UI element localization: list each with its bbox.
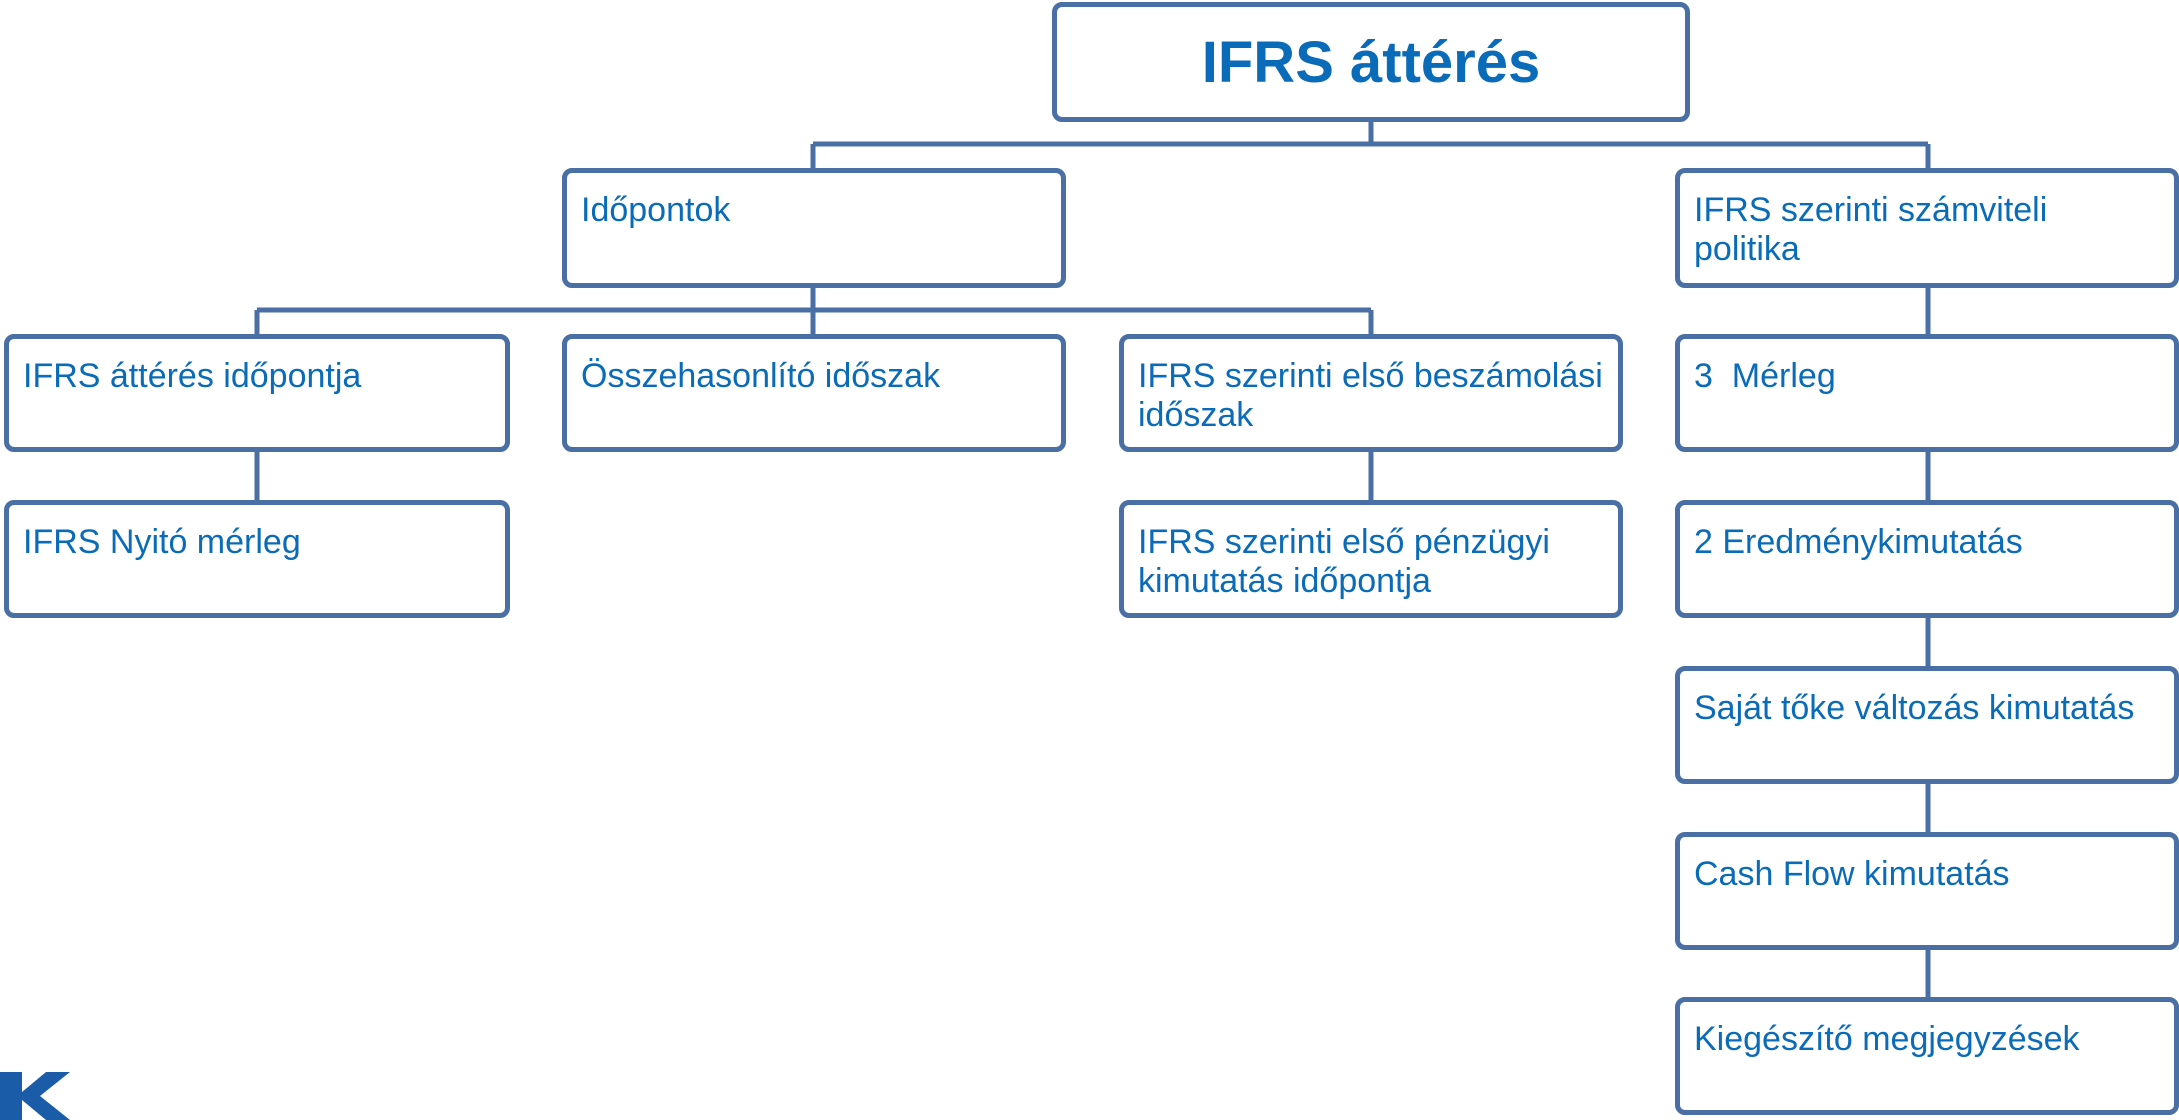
node-label: IFRS szerinti számviteli politika xyxy=(1694,191,2048,268)
node-elso-beszamolasi-idoszak: IFRS szerinti első beszámolási időszak xyxy=(1119,334,1623,452)
node-label: Cash Flow kimutatás xyxy=(1694,855,2010,893)
node-label: 3 Mérleg xyxy=(1694,357,1836,395)
node-atteres-idopontja: IFRS áttérés időpontja xyxy=(4,334,510,452)
node-szamviteli-politika: IFRS szerinti számviteli politika xyxy=(1675,168,2179,288)
node-label: IFRS szerinti első beszámolási időszak xyxy=(1138,357,1603,434)
node-label: Kiegészítő megjegyzések xyxy=(1694,1020,2080,1058)
node-label: Időpontok xyxy=(581,191,731,229)
node-cash-flow: Cash Flow kimutatás xyxy=(1675,832,2179,950)
root-title: IFRS áttérés xyxy=(1201,29,1541,95)
node-label: IFRS Nyitó mérleg xyxy=(23,523,301,561)
node-elso-penzugyi-kimutatas: IFRS szerinti első pénzügyi kimutatás id… xyxy=(1119,500,1623,618)
node-label: 2 Eredménykimutatás xyxy=(1694,523,2023,561)
partial-logo-icon xyxy=(0,1072,70,1120)
node-label: IFRS áttérés időpontja xyxy=(23,357,362,395)
root-node: IFRS áttérés xyxy=(1052,2,1690,122)
node-osszehasonlito-idoszak: Összehasonlító időszak xyxy=(562,334,1066,452)
node-merleg: 3 Mérleg xyxy=(1675,334,2179,452)
node-label: Saját tőke változás kimutatás xyxy=(1694,689,2135,727)
node-idopontok: Időpontok xyxy=(562,168,1066,288)
node-sajat-toke: Saját tőke változás kimutatás xyxy=(1675,666,2179,784)
node-label: Összehasonlító időszak xyxy=(581,357,941,395)
node-eredmenykimutatas: 2 Eredménykimutatás xyxy=(1675,500,2179,618)
node-nyito-merleg: IFRS Nyitó mérleg xyxy=(4,500,510,618)
node-label: IFRS szerinti első pénzügyi kimutatás id… xyxy=(1138,523,1550,600)
node-kiegeszito: Kiegészítő megjegyzések xyxy=(1675,997,2179,1115)
